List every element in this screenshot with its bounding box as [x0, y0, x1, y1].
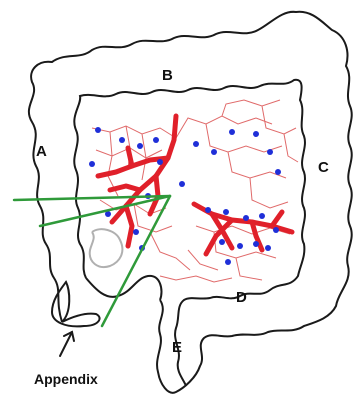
minor-vessel-network [92, 100, 298, 282]
lymph-node [179, 181, 185, 187]
lymph-node [211, 149, 217, 155]
lymph-node [275, 169, 281, 175]
lymph-node [157, 159, 163, 165]
lymph-node [223, 209, 229, 215]
lymph-node [267, 149, 273, 155]
sigmoid-curve [86, 276, 162, 300]
lymph-node [259, 213, 265, 219]
lymph-node [225, 259, 231, 265]
label-a: A [36, 143, 47, 160]
lymph-node [273, 227, 279, 233]
label-e: E [172, 339, 182, 356]
lymph-node [229, 129, 235, 135]
lymph-node [237, 243, 243, 249]
lymph-node [193, 141, 199, 147]
lymph-node [253, 241, 259, 247]
lymph-node [119, 137, 125, 143]
lymph-node [153, 137, 159, 143]
colon-inner-wall [74, 80, 305, 386]
appendix-arrow [60, 332, 74, 356]
label-appendix: Appendix [34, 371, 98, 387]
ileum-faint [90, 229, 123, 267]
label-c: C [318, 159, 329, 176]
label-b: B [162, 67, 173, 84]
lymph-node [205, 207, 211, 213]
lymph-node [219, 239, 225, 245]
major-vessels-upper [98, 116, 176, 246]
lymph-node [95, 127, 101, 133]
lymph-node [137, 143, 143, 149]
lymph-node [133, 229, 139, 235]
lymph-node [265, 245, 271, 251]
label-d: D [236, 289, 247, 306]
lymph-node [89, 161, 95, 167]
lymph-node [243, 215, 249, 221]
lymph-node [253, 131, 259, 137]
